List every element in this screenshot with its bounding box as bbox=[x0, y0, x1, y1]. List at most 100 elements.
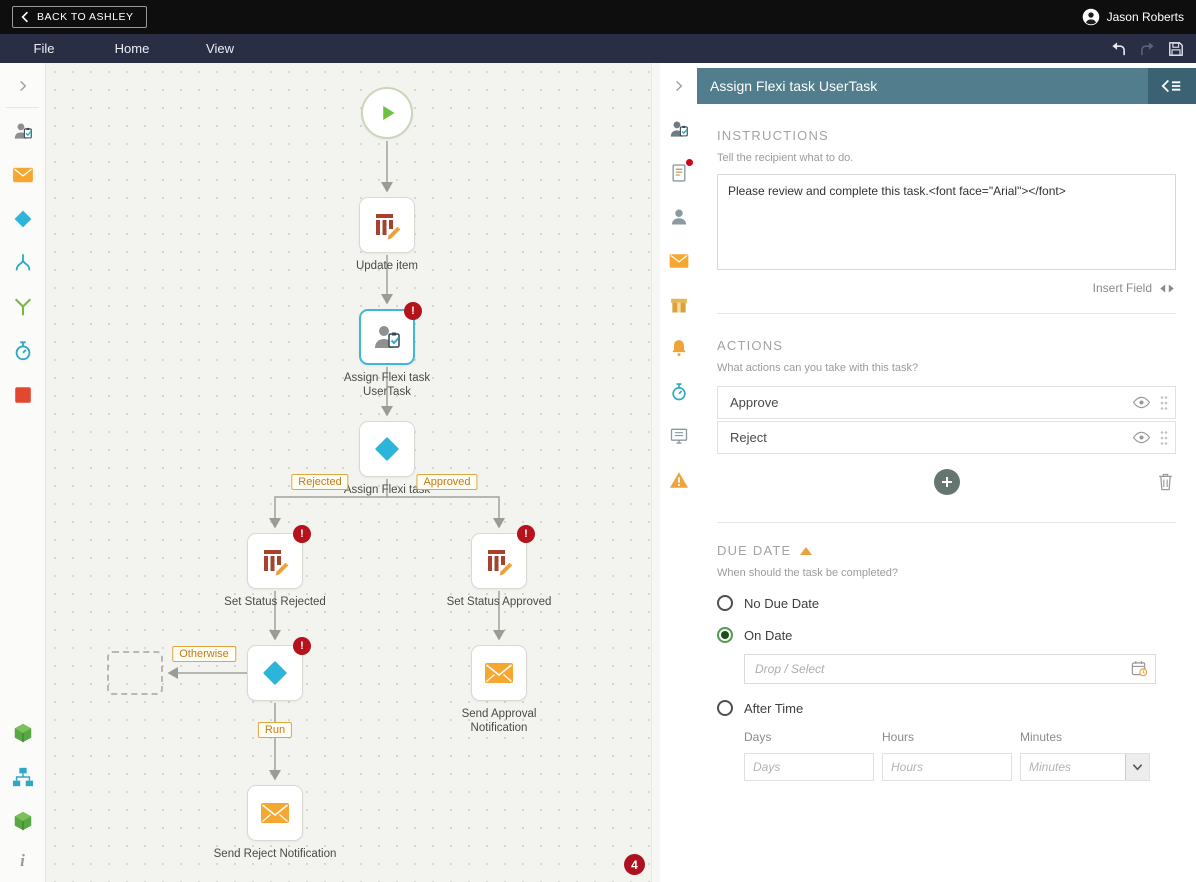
diamond-icon bbox=[370, 432, 404, 466]
error-badge: ! bbox=[517, 525, 535, 543]
radio-no-due-date[interactable] bbox=[717, 595, 733, 611]
section-divider bbox=[717, 313, 1176, 314]
collapse-section-icon[interactable] bbox=[800, 546, 813, 555]
node-label: Assign Flexi task bbox=[343, 484, 431, 496]
issue-count-badge[interactable]: 4 bbox=[624, 854, 645, 875]
panel-tab-package-icon[interactable] bbox=[669, 295, 689, 315]
user-menu[interactable]: Jason Roberts bbox=[1082, 8, 1184, 26]
toolbox-merge-icon[interactable] bbox=[12, 296, 34, 318]
undo-icon[interactable] bbox=[1110, 41, 1127, 56]
toolbox-expand-chevron-icon[interactable] bbox=[16, 79, 30, 93]
node-label: Update item bbox=[355, 260, 418, 272]
menu-tab-file[interactable]: File bbox=[33, 41, 55, 56]
due-date-input[interactable] bbox=[744, 654, 1156, 684]
panel-tab-warning-icon[interactable] bbox=[668, 471, 689, 490]
workflow-node-send-approval-notification[interactable]: Send Approval Notification bbox=[434, 645, 564, 736]
eye-icon[interactable] bbox=[1132, 431, 1151, 444]
toolbox-terminate-icon[interactable] bbox=[12, 384, 34, 406]
toolbox-decision-diamond-icon[interactable] bbox=[12, 208, 34, 230]
section-divider bbox=[717, 522, 1176, 523]
workflow-node-set-status-approved[interactable]: ! Set Status Approved bbox=[434, 525, 564, 609]
action-label: Approve bbox=[730, 395, 779, 410]
action-row-approve[interactable]: Approve bbox=[717, 386, 1176, 419]
radio-on-date[interactable] bbox=[717, 627, 733, 643]
dock-arrow-icon bbox=[1161, 79, 1183, 93]
add-action-button[interactable] bbox=[933, 469, 960, 495]
radio-option-after-time: After Time bbox=[717, 700, 1176, 716]
calendar-clock-icon[interactable] bbox=[1131, 660, 1148, 677]
workflow-canvas[interactable]: Update item ! Assign Flexi task UserTask… bbox=[46, 63, 651, 882]
drag-handle-icon[interactable] bbox=[1160, 395, 1168, 411]
action-row-reject[interactable]: Reject bbox=[717, 421, 1176, 454]
radio-label: After Time bbox=[744, 700, 804, 716]
panel-tab-email-icon[interactable] bbox=[668, 253, 689, 270]
chevron-down-icon bbox=[1132, 764, 1143, 771]
branch-label-run: Run bbox=[257, 722, 293, 738]
branch-label-rejected: Rejected bbox=[291, 474, 349, 490]
actions-heading: ACTIONS bbox=[717, 338, 784, 353]
panel-tab-recipient-icon[interactable] bbox=[669, 207, 689, 227]
back-to-ashley-button[interactable]: BACK TO ASHLEY bbox=[12, 6, 147, 28]
person-check-icon bbox=[371, 321, 403, 353]
panel-collapse-chevron-icon[interactable] bbox=[672, 79, 686, 93]
workflow-node-send-reject-notification[interactable]: Send Reject Notification bbox=[210, 785, 340, 861]
error-badge: ! bbox=[293, 525, 311, 543]
insert-field-icon bbox=[1158, 283, 1176, 294]
save-icon[interactable] bbox=[1168, 41, 1184, 57]
due-date-header: DUE DATE bbox=[717, 543, 1176, 558]
minutes-dropdown-button[interactable] bbox=[1125, 754, 1149, 780]
panel-tab-reminder-bell-icon[interactable] bbox=[669, 338, 689, 358]
panel-tab-task-icon[interactable] bbox=[668, 118, 690, 140]
node-label: Set Status Rejected bbox=[224, 596, 326, 608]
delete-action-button[interactable] bbox=[1157, 472, 1174, 491]
canvas-scrollbar[interactable] bbox=[651, 63, 660, 882]
panel-tab-form-icon[interactable] bbox=[668, 426, 689, 446]
back-button-label: BACK TO ASHLEY bbox=[37, 11, 134, 23]
action-label: Reject bbox=[730, 430, 767, 445]
instructions-subtext: Tell the recipient what to do. bbox=[717, 152, 854, 164]
workflow-node-set-status-rejected[interactable]: ! Set Status Rejected bbox=[210, 525, 340, 609]
toolbox-component-cube-icon[interactable] bbox=[12, 722, 34, 744]
due-date-heading: DUE DATE bbox=[717, 543, 792, 558]
panel-tab-escalation-clock-icon[interactable] bbox=[669, 382, 689, 402]
hours-input[interactable] bbox=[882, 753, 1012, 781]
toolbox-info-icon[interactable]: i bbox=[20, 851, 25, 870]
instructions-textarea[interactable]: Please review and complete this task.<fo… bbox=[717, 174, 1176, 270]
radio-after-time[interactable] bbox=[717, 700, 733, 716]
toolbox-sidebar: i bbox=[0, 63, 46, 882]
radio-option-no-due-date: No Due Date bbox=[717, 595, 1176, 611]
menubar-quick-actions bbox=[1110, 41, 1196, 57]
toolbox-assign-task-icon[interactable] bbox=[12, 120, 34, 142]
toolbox-branch-icon[interactable] bbox=[12, 252, 34, 274]
redo-icon[interactable] bbox=[1139, 41, 1156, 56]
hours-label: Hours bbox=[882, 730, 915, 744]
toolbox-send-email-icon[interactable] bbox=[12, 166, 34, 184]
toolbox-delay-clock-icon[interactable] bbox=[12, 340, 34, 362]
menubar: File Home View bbox=[0, 34, 1196, 63]
workflow-node-start[interactable] bbox=[322, 87, 452, 139]
actions-footer bbox=[717, 460, 1176, 504]
expand-panel-button[interactable] bbox=[1148, 68, 1196, 104]
panel-tab-document-icon[interactable] bbox=[669, 159, 693, 184]
empty-drop-placeholder[interactable] bbox=[107, 651, 163, 695]
toolbox-component-cube-2-icon[interactable] bbox=[12, 810, 34, 832]
drag-handle-icon[interactable] bbox=[1160, 430, 1168, 446]
toolbox-hierarchy-icon[interactable] bbox=[12, 766, 34, 788]
list-pencil-icon bbox=[259, 545, 291, 577]
days-input[interactable] bbox=[744, 753, 874, 781]
play-icon bbox=[374, 100, 400, 126]
menu-tab-home[interactable]: Home bbox=[114, 41, 150, 56]
eye-icon[interactable] bbox=[1132, 396, 1151, 409]
workflow-node-assign-flexi-decision[interactable]: Assign Flexi task bbox=[322, 421, 452, 497]
titlebar: BACK TO ASHLEY Jason Roberts bbox=[0, 0, 1196, 34]
node-label: Send Approval Notification bbox=[461, 708, 537, 735]
workflow-node-update-item[interactable]: Update item bbox=[322, 197, 452, 273]
node-label: Set Status Approved bbox=[446, 596, 552, 608]
workflow-node-assign-flexi-usertask[interactable]: ! Assign Flexi task UserTask bbox=[322, 302, 452, 400]
insert-field-button[interactable]: Insert Field bbox=[717, 281, 1176, 295]
workflow-node-run-if-decision[interactable]: ! bbox=[210, 637, 340, 701]
menu-tab-view[interactable]: View bbox=[206, 41, 234, 56]
actions-subtext: What actions can you take with this task… bbox=[717, 362, 919, 374]
radio-label: On Date bbox=[744, 627, 793, 643]
notification-dot bbox=[685, 159, 693, 166]
